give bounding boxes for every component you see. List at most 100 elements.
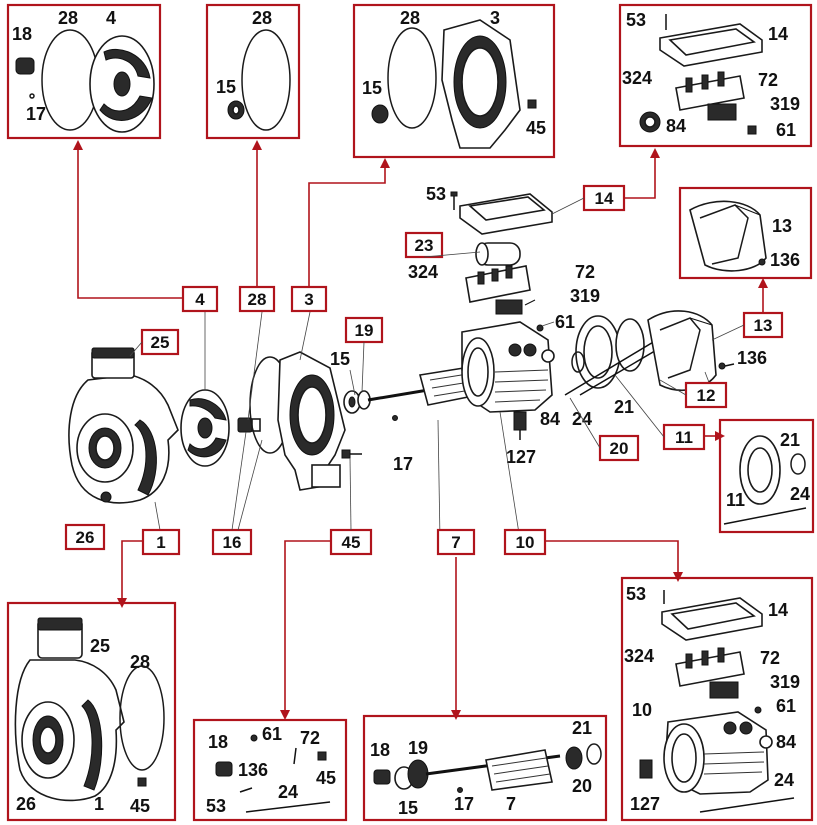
box-28-contents: 28 15 bbox=[216, 8, 291, 131]
box11-label-24: 24 bbox=[790, 484, 810, 504]
box45-label-53: 53 bbox=[206, 796, 226, 816]
tag-16: 16 bbox=[223, 533, 242, 552]
capacitor-part-23 bbox=[475, 242, 521, 266]
connector-45 bbox=[284, 540, 331, 710]
main-label-127: 127 bbox=[506, 447, 536, 467]
box1-label-25: 25 bbox=[90, 636, 110, 656]
box28-label-28: 28 bbox=[252, 8, 272, 28]
box4-label-17: 17 bbox=[26, 104, 46, 124]
box10-label-84: 84 bbox=[776, 732, 796, 752]
tag-4: 4 bbox=[195, 290, 205, 309]
tag-25: 25 bbox=[151, 333, 170, 352]
main-label-15: 15 bbox=[330, 349, 350, 369]
box10-label-127: 127 bbox=[630, 794, 660, 814]
box10-label-61: 61 bbox=[776, 696, 796, 716]
main-label-53: 53 bbox=[426, 184, 446, 204]
box7-label-18: 18 bbox=[370, 740, 390, 760]
box4-label-18: 18 bbox=[12, 24, 32, 44]
tag-26: 26 bbox=[76, 528, 95, 547]
connector-1 bbox=[121, 540, 143, 598]
box45-label-72: 72 bbox=[300, 728, 320, 748]
tag-20: 20 bbox=[610, 439, 629, 458]
tag-leaders bbox=[129, 197, 745, 531]
main-label-17: 17 bbox=[393, 454, 413, 474]
frame-box-4 bbox=[6, 3, 162, 140]
tag-13: 13 bbox=[754, 316, 773, 335]
frame-box-45 bbox=[192, 718, 348, 822]
screw-part-45 bbox=[341, 449, 362, 459]
box1-label-1: 1 bbox=[94, 794, 104, 814]
connector-4 bbox=[77, 150, 183, 299]
box3-label-3: 3 bbox=[490, 8, 500, 28]
box10-label-72: 72 bbox=[760, 648, 780, 668]
main-free-labels: 53 324 72 319 61 15 84 24 21 136 17 127 bbox=[330, 184, 767, 474]
box7-label-7: 7 bbox=[506, 794, 516, 814]
box14-label-319: 319 bbox=[770, 94, 800, 114]
connector-3 bbox=[308, 168, 386, 287]
box4-label-28: 28 bbox=[58, 8, 78, 28]
main-label-136: 136 bbox=[737, 348, 767, 368]
end-shield-part-11 bbox=[571, 315, 645, 389]
tag-28: 28 bbox=[248, 290, 267, 309]
box45-label-18: 18 bbox=[208, 732, 228, 752]
main-label-84: 84 bbox=[540, 409, 560, 429]
box10-label-319: 319 bbox=[770, 672, 800, 692]
main-label-21: 21 bbox=[614, 397, 634, 417]
box1-label-28: 28 bbox=[130, 652, 150, 672]
frame-box-28 bbox=[205, 3, 301, 140]
frame-box-10 bbox=[620, 576, 814, 822]
box7-label-19: 19 bbox=[408, 738, 428, 758]
box14-label-324: 324 bbox=[622, 68, 652, 88]
box7-label-17: 17 bbox=[454, 794, 474, 814]
tag-23: 23 bbox=[415, 236, 434, 255]
connectors bbox=[77, 150, 764, 710]
box-13-contents: 13 136 bbox=[689, 200, 800, 272]
box45-label-45: 45 bbox=[316, 768, 336, 788]
box45-label-61: 61 bbox=[262, 724, 282, 744]
box-45-contents: 18 61 72 136 45 53 24 bbox=[206, 724, 336, 816]
impeller-part-4 bbox=[180, 389, 230, 467]
box11-label-21: 21 bbox=[780, 430, 800, 450]
box3-label-45: 45 bbox=[526, 118, 546, 138]
box10-label-24: 24 bbox=[774, 770, 794, 790]
tag-11: 11 bbox=[675, 428, 693, 447]
terminal-block-part-324 bbox=[465, 265, 531, 303]
seal-part-15-19 bbox=[343, 390, 371, 414]
box7-label-20: 20 bbox=[572, 776, 592, 796]
box10-label-14: 14 bbox=[768, 600, 788, 620]
box11-label-11: 11 bbox=[726, 490, 745, 510]
motor-body-part-10 bbox=[461, 321, 555, 413]
frame-box-1 bbox=[6, 601, 177, 822]
connector-14 bbox=[625, 158, 656, 199]
tag-12: 12 bbox=[697, 386, 716, 405]
tag-7: 7 bbox=[451, 533, 460, 552]
cable-gland-part-127 bbox=[513, 411, 527, 440]
box1-label-45: 45 bbox=[130, 796, 150, 816]
tag-14: 14 bbox=[595, 189, 614, 208]
box14-label-72: 72 bbox=[758, 70, 778, 90]
tag-1: 1 bbox=[156, 533, 165, 552]
box13-label-136: 136 bbox=[770, 250, 800, 270]
box28-label-15: 15 bbox=[216, 77, 236, 97]
frame-box-7 bbox=[362, 714, 608, 822]
box-14-contents: 53 14 324 72 319 84 61 bbox=[622, 10, 800, 140]
main-tagged-labels: 4 28 3 14 23 25 19 13 12 11 20 26 1 16 4… bbox=[64, 184, 784, 556]
tag-10: 10 bbox=[516, 533, 535, 552]
box45-label-136: 136 bbox=[238, 760, 268, 780]
box3-label-28: 28 bbox=[400, 8, 420, 28]
box14-label-53: 53 bbox=[626, 10, 646, 30]
box7-label-15: 15 bbox=[398, 798, 418, 818]
nut-part-16 bbox=[237, 417, 261, 433]
tag-45: 45 bbox=[342, 533, 361, 552]
flange-part-3 bbox=[277, 351, 346, 491]
box14-label-61: 61 bbox=[776, 120, 796, 140]
main-label-324: 324 bbox=[408, 262, 438, 282]
main-label-61: 61 bbox=[555, 312, 575, 332]
main-leader-lines bbox=[154, 311, 711, 541]
ring-part-17 bbox=[392, 415, 398, 421]
box-11-contents: 21 11 24 bbox=[723, 430, 810, 525]
frame-box-3 bbox=[352, 3, 556, 159]
box10-label-10: 10 bbox=[632, 700, 652, 720]
box14-label-84: 84 bbox=[666, 116, 686, 136]
